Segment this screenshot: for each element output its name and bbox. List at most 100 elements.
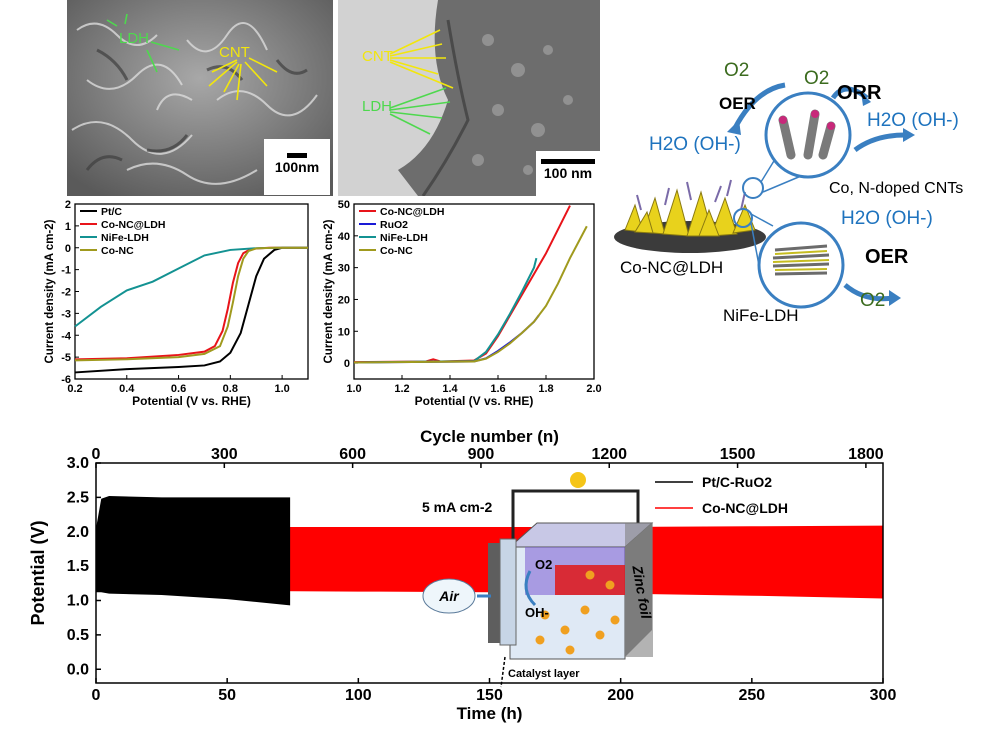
x-tick-label: 0.2 xyxy=(67,383,82,395)
inset-ion-dot xyxy=(565,645,575,655)
schematic-h2o-right-bottom: H2O (OH-) xyxy=(841,208,933,229)
inset-o2: O2 xyxy=(535,557,552,572)
schematic-o2-right: O2 xyxy=(804,68,830,89)
y-tick-label: 50 xyxy=(338,199,350,211)
y-tick-label: 1.0 xyxy=(67,593,89,610)
y-axis-label: Current density (mA cm-2) xyxy=(44,219,56,363)
x-tick-label: 2.0 xyxy=(586,383,601,395)
schematic-drawing xyxy=(614,82,915,309)
series-line-nife-ldh xyxy=(353,257,538,364)
sem-texture xyxy=(67,0,333,196)
sem-scale-bar: 100nm xyxy=(264,139,330,195)
inset-air: Air xyxy=(438,588,460,604)
legend-label: RuO2 xyxy=(380,219,408,231)
inset-ion-dot xyxy=(595,630,605,640)
legend-label: Pt/C xyxy=(101,206,122,218)
schematic-h2o-left: H2O (OH-) xyxy=(649,134,741,155)
series-line-nife-ldh xyxy=(74,246,308,328)
x-tick-label: 200 xyxy=(607,687,634,704)
inset-ion-dot xyxy=(610,615,620,625)
y-tick-label: 10 xyxy=(338,326,350,338)
inset-ion-dot xyxy=(580,605,590,615)
x2-tick-label: 600 xyxy=(339,446,366,463)
y-tick-label: 0 xyxy=(65,243,71,255)
schematic-h2o-right-top: H2O (OH-) xyxy=(867,110,959,131)
legend-label: Co-NC xyxy=(380,245,413,257)
x-tick-label: 150 xyxy=(476,687,503,704)
x-tick-label: 300 xyxy=(870,687,897,704)
y-tick-label: -3 xyxy=(61,308,71,320)
schematic-catalyst: Co-NC@LDH xyxy=(620,258,724,277)
schematic-o2-left: O2 xyxy=(724,60,750,81)
inset-ion-dot xyxy=(560,625,570,635)
y-tick-label: 2 xyxy=(65,199,71,211)
legend-label: Co-NC@LDH xyxy=(380,206,444,218)
tem-micrograph: CNT LDH 100 nm xyxy=(338,0,600,196)
y-tick-label: 1.5 xyxy=(67,558,89,575)
x-tick-label: 50 xyxy=(218,687,236,704)
y-tick-label: 3.0 xyxy=(67,455,89,472)
x2-axis-label: Cycle number (n) xyxy=(420,427,559,446)
lightbulb-icon xyxy=(570,472,586,488)
y-tick-label: 20 xyxy=(338,294,350,306)
inset-catalyst-layer: Catalyst layer xyxy=(508,668,580,680)
plot-frame xyxy=(353,203,595,380)
y-tick-label: 30 xyxy=(338,263,350,275)
y-axis-label: Potential (V) xyxy=(28,520,48,625)
y-tick-label: 0 xyxy=(344,358,350,370)
series-line-co-nc xyxy=(353,225,588,364)
inset-air-cloud xyxy=(422,578,476,614)
y-tick-label: 0.0 xyxy=(67,661,89,678)
inset-porous-layer xyxy=(499,538,517,646)
x2-tick-label: 0 xyxy=(92,446,101,463)
schematic-oer-top: OER xyxy=(719,94,756,113)
inset-catalyst-plate xyxy=(488,543,500,643)
sem-ldh-label: LDH xyxy=(119,30,150,47)
inset-ion-dot xyxy=(535,635,545,645)
y-tick-label: -5 xyxy=(61,352,71,364)
series-line-co-nc-ldh xyxy=(74,246,308,361)
y-tick-label: -4 xyxy=(61,330,72,342)
x-tick-label: 1.8 xyxy=(538,383,553,395)
x2-tick-label: 1800 xyxy=(848,446,884,463)
sem-micrograph: LDH CNT 100nm xyxy=(67,0,333,196)
x-axis-label: Time (h) xyxy=(457,704,523,723)
y-tick-label: 2.0 xyxy=(67,524,89,541)
legend-label: NiFe-LDH xyxy=(380,232,428,244)
x-axis-label: Potential (V vs. RHE) xyxy=(415,394,534,408)
x2-tick-label: 300 xyxy=(211,446,238,463)
x-tick-label: 0 xyxy=(92,687,101,704)
x-tick-label: 1.0 xyxy=(274,383,289,395)
x-axis-label: Potential (V vs. RHE) xyxy=(132,394,251,408)
x-tick-label: 0.6 xyxy=(171,383,186,395)
inset-electrolyte xyxy=(555,565,625,595)
y-tick-label: 2.5 xyxy=(67,489,89,506)
series-line-ruo2 xyxy=(353,314,540,364)
tem-ldh-label: LDH xyxy=(362,98,393,115)
series-line-pt-c xyxy=(74,246,308,374)
y-tick-label: -6 xyxy=(61,374,71,386)
inset-oh: OH- xyxy=(525,605,549,620)
x-tick-label: 1.0 xyxy=(346,383,361,395)
x2-tick-label: 900 xyxy=(468,446,495,463)
x-tick-label: 1.2 xyxy=(394,383,409,395)
legend-label: Co-NC@LDH xyxy=(101,219,165,231)
x-tick-label: 1.4 xyxy=(442,383,458,395)
y-axis-label: Current density (mA cm-2) xyxy=(323,219,335,363)
inset-cycle-arrow xyxy=(524,570,537,607)
sem-cnt-label: CNT xyxy=(219,44,250,61)
x-tick-label: 0.8 xyxy=(223,383,238,395)
schematic-cnts: Co, N-doped CNTs xyxy=(829,180,964,197)
schematic-oer-bottom: OER xyxy=(865,246,909,268)
series-band-pt-c-ruo2 xyxy=(96,496,291,606)
schematic-orr: ORR xyxy=(837,82,882,104)
x-tick-label: 1.6 xyxy=(490,383,505,395)
tem-scale-label: 100 nm xyxy=(543,165,593,181)
y-tick-label: -2 xyxy=(61,287,71,299)
